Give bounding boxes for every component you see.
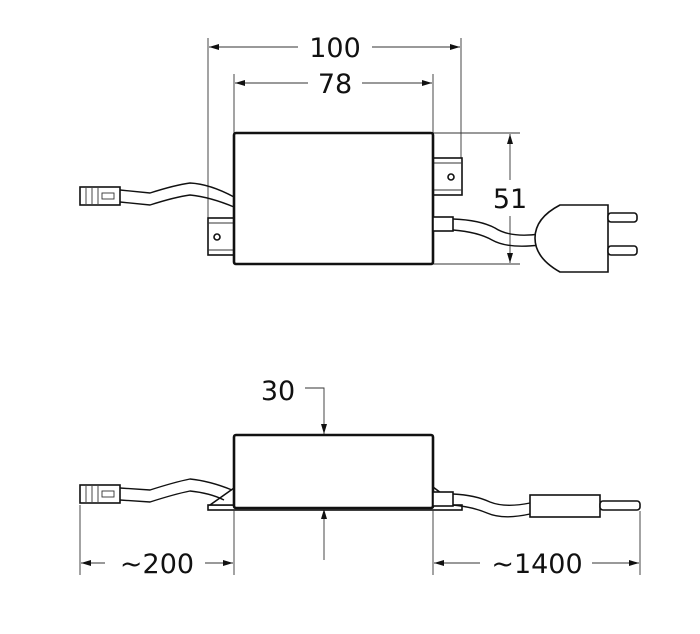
dimension-width-overall: 100 [309,33,361,64]
plug-pin [607,212,638,223]
output-connector [79,484,121,504]
mounting-tab-right [430,157,463,196]
cable-gland [432,491,454,507]
cable-left [119,478,233,491]
dimension-width-body: 78 [318,69,352,100]
dimension-depth: 51 [493,184,527,215]
mounting-tab-left [207,217,237,256]
plug-pin [607,245,638,256]
dimension-cable-left: ~200 [120,549,194,580]
cable-right [452,218,541,236]
cable-gland [432,216,454,232]
dimension-cable-right: ~1400 [491,549,582,580]
driver-body-side [232,433,435,510]
cable-right [452,493,531,506]
driver-body-top [232,131,435,266]
mounting-hole [213,233,221,241]
plug-pin [599,500,641,511]
cable-left [119,182,235,198]
output-connector [79,186,121,206]
mounting-hole [447,173,455,181]
top-view: 100 78 51 [79,33,638,273]
side-view: 30 ~200 ~1400 [79,376,641,580]
power-plug-side [529,494,601,518]
power-plug [534,204,609,273]
dimension-height: 30 [261,376,295,407]
